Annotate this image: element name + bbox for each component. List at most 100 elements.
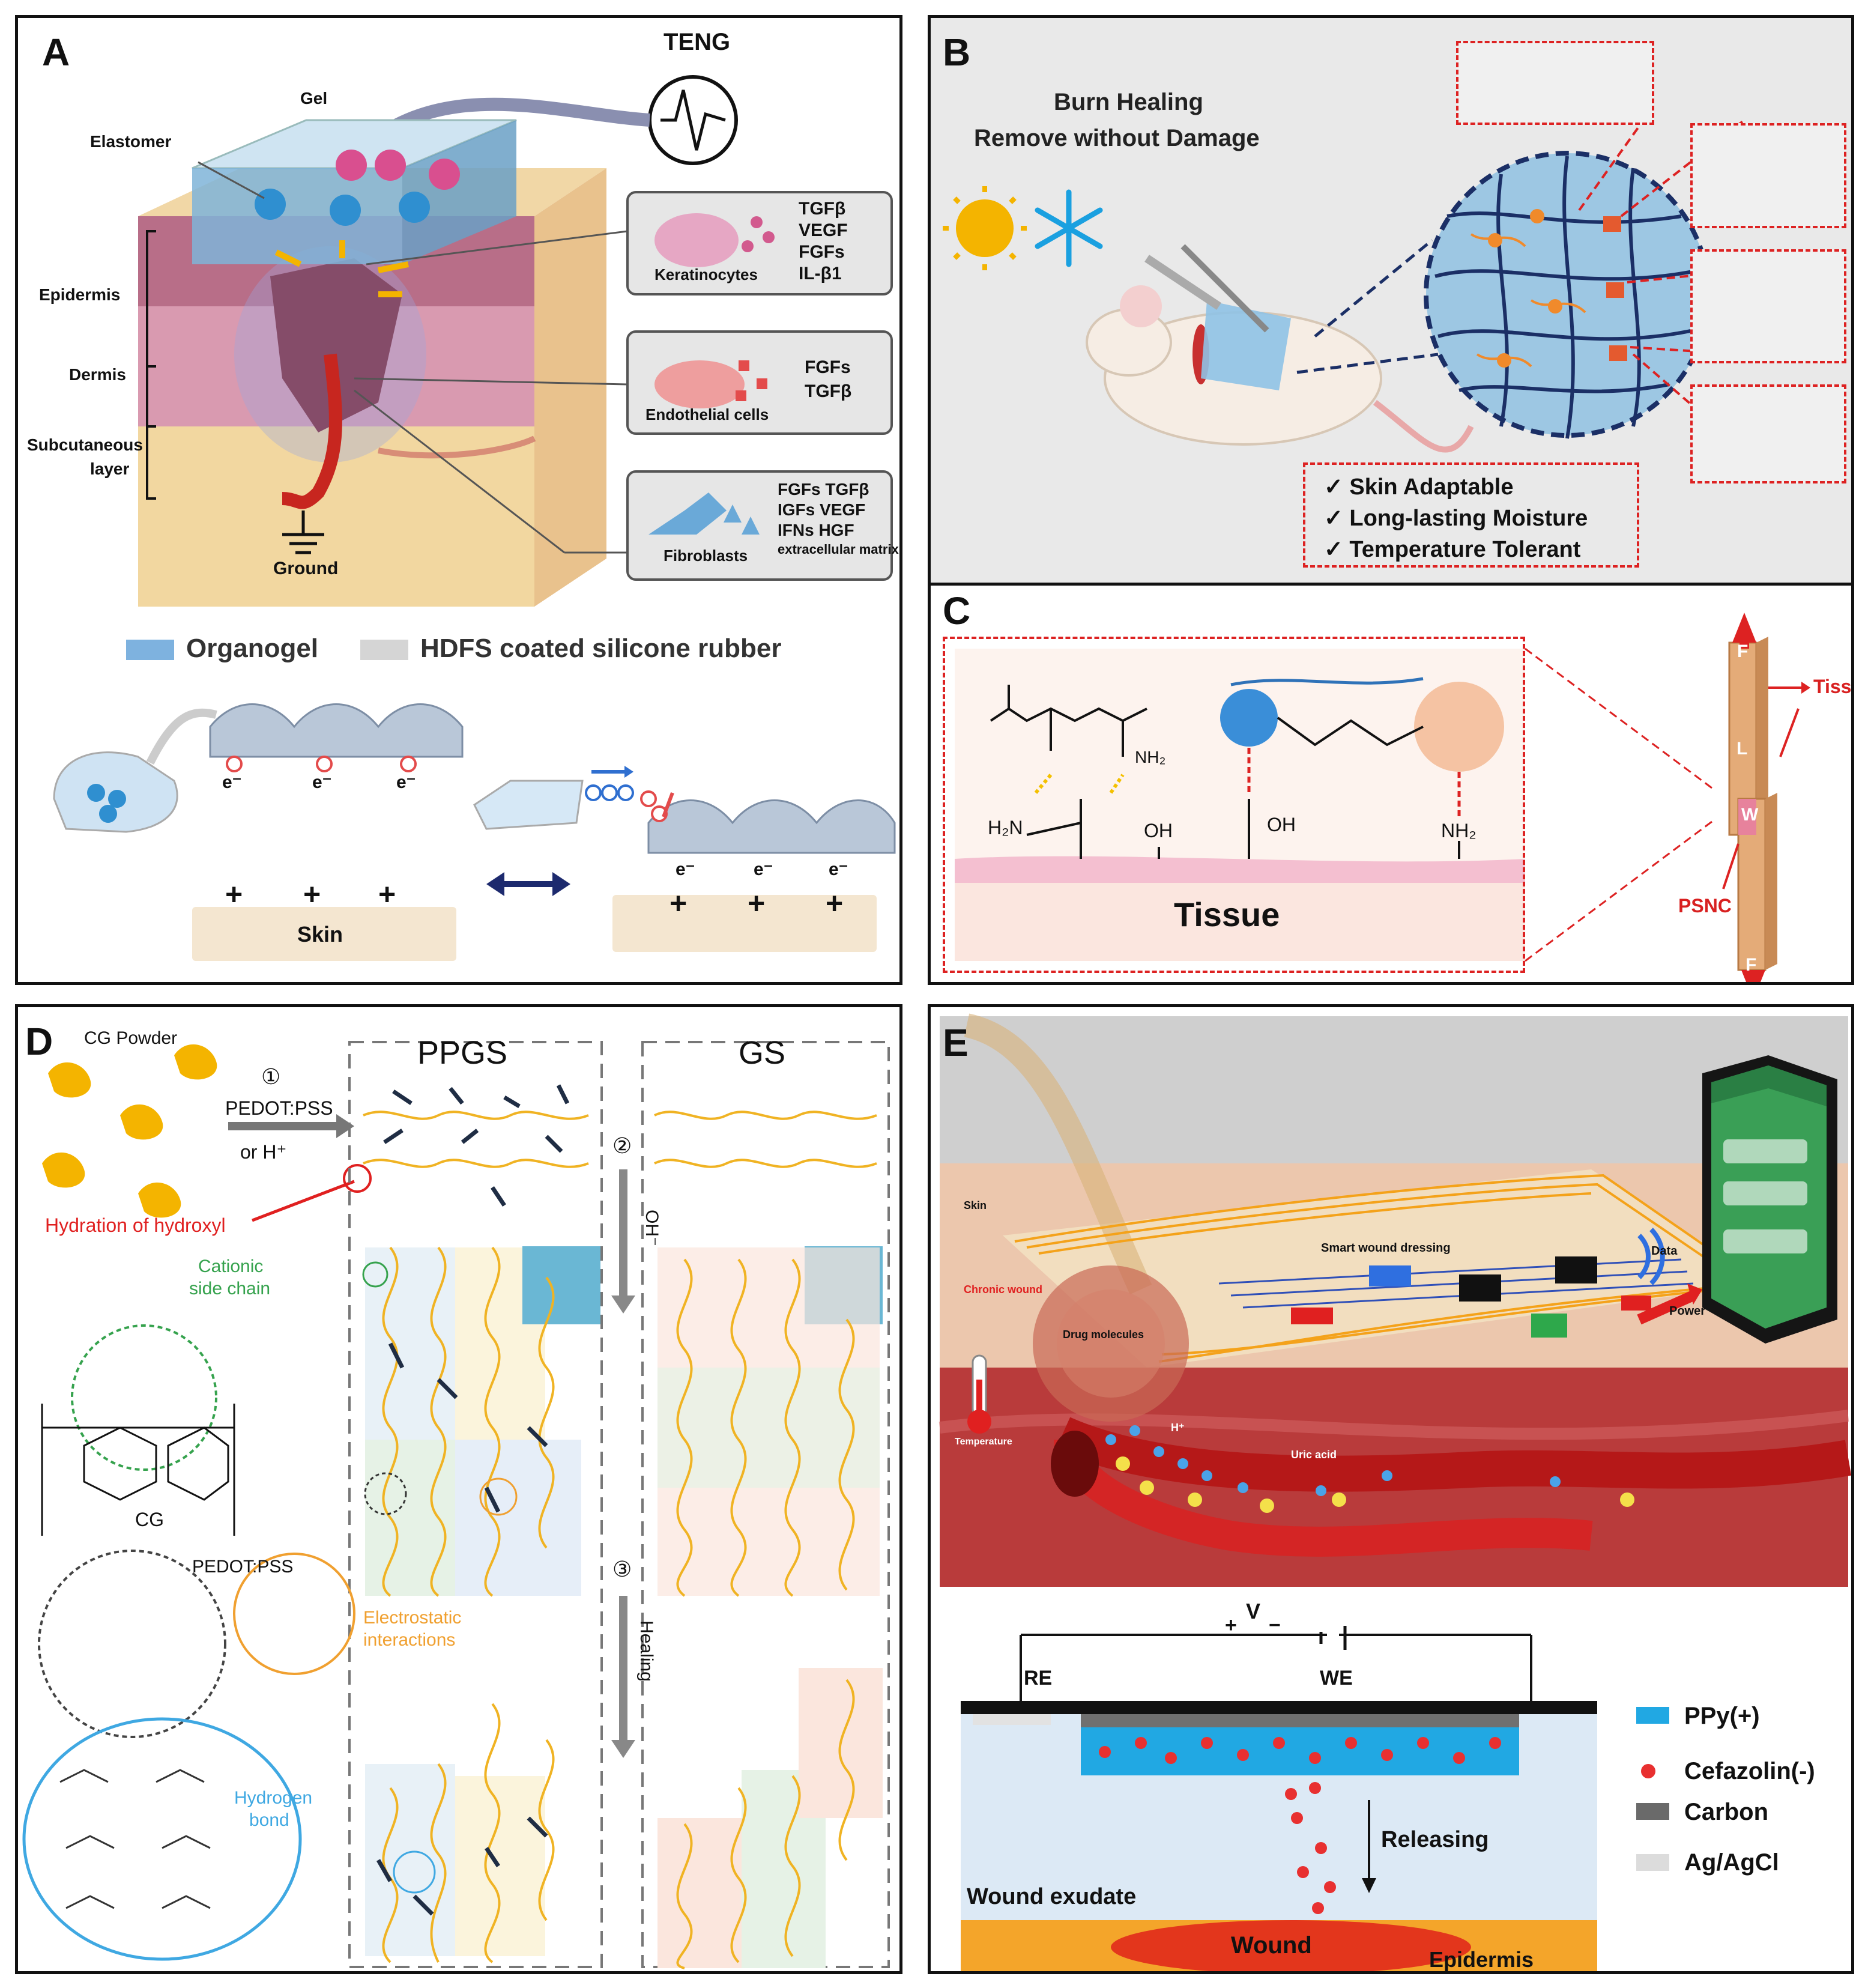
tissue-arrow-label: Tissue bbox=[1813, 676, 1852, 697]
legend-organogel: Organogel bbox=[186, 634, 319, 663]
endothelial-label: Endothelial cells bbox=[645, 405, 769, 423]
factor: FGFs TGFβ bbox=[778, 480, 869, 499]
factor: TGFβ bbox=[805, 381, 852, 401]
electron-label: e⁻ bbox=[222, 772, 242, 792]
keratinocytes-factors: TGFβ VEGF FGFs IL-β1 bbox=[799, 198, 848, 285]
panel-bc: B Burn Healing Remove without Damage ✓ S… bbox=[928, 15, 1854, 985]
smart-dressing-label: Smart wound dressing bbox=[1321, 1241, 1451, 1255]
plus-sign: + bbox=[670, 886, 688, 920]
panel-bc-illustration bbox=[931, 18, 1851, 982]
we-label: WE bbox=[1320, 1667, 1353, 1689]
factor: TGFβ bbox=[799, 199, 846, 219]
keratinocytes-label: Keratinocytes bbox=[654, 265, 758, 283]
panel-a-letter: A bbox=[42, 31, 70, 74]
legend-cefazolin: Cefazolin(-) bbox=[1684, 1758, 1815, 1784]
panel-d-letter: D bbox=[25, 1020, 53, 1063]
gel-label: Gel bbox=[300, 89, 328, 108]
panel-e: E Skin Smart wound dressing Data Power C… bbox=[928, 1004, 1854, 1974]
factor: extracellular matrix bbox=[778, 542, 899, 557]
subcutaneous-label: Subcutaneous bbox=[27, 435, 143, 454]
hydration-label: Hydration of hydroxyl bbox=[45, 1214, 226, 1236]
h-plus-label: H⁺ bbox=[1171, 1422, 1185, 1434]
wound-label: Wound bbox=[1231, 1932, 1312, 1959]
factor: VEGF bbox=[799, 220, 848, 240]
releasing-label: Releasing bbox=[1381, 1827, 1489, 1852]
electrostatic-label-1: Electrostatic bbox=[363, 1608, 462, 1628]
chem-h2n: H₂N bbox=[988, 817, 1023, 838]
step-2: ② bbox=[612, 1133, 632, 1158]
plus-sign: + bbox=[378, 877, 396, 911]
tissue-label: Tissue bbox=[1174, 896, 1280, 933]
chem-box-2 bbox=[1690, 249, 1846, 363]
panel-b-title-1: Burn Healing bbox=[1054, 89, 1203, 115]
force-bottom-label: F bbox=[1746, 955, 1757, 975]
legend-hdfs: HDFS coated silicone rubber bbox=[420, 634, 782, 663]
step-1: ① bbox=[261, 1064, 281, 1089]
or-h-reagent: or H⁺ bbox=[240, 1141, 287, 1163]
force-top-label: F bbox=[1737, 641, 1749, 661]
legend-carbon: Carbon bbox=[1684, 1799, 1768, 1825]
chem-cooh: OH bbox=[1267, 814, 1296, 835]
epidermis-label: Epidermis bbox=[1429, 1947, 1534, 1972]
panel-e-letter: E bbox=[943, 1021, 969, 1064]
panel-c-letter: C bbox=[943, 589, 971, 632]
panel-b-title-2: Remove without Damage bbox=[974, 125, 1260, 151]
plus-sign: + bbox=[826, 886, 844, 920]
chronic-wound-label: Chronic wound bbox=[964, 1283, 1042, 1296]
fibroblasts-factors: FGFs TGFβ IGFs VEGF IFNs HGF extracellul… bbox=[778, 479, 899, 559]
plus-sign: + bbox=[303, 877, 321, 911]
skin-label: Skin bbox=[297, 922, 343, 947]
cationic-label-2: side chain bbox=[189, 1279, 271, 1299]
voltage-plus: + bbox=[1225, 1614, 1237, 1637]
chem-oh: OH bbox=[1144, 820, 1173, 841]
uric-acid-label: Uric acid bbox=[1291, 1449, 1337, 1461]
factor: IGFs VEGF bbox=[778, 500, 866, 519]
wound-exudate-label: Wound exudate bbox=[967, 1884, 1137, 1909]
hydrogen-label-1: Hydrogen bbox=[234, 1788, 313, 1808]
cg-label: CG bbox=[135, 1509, 164, 1530]
electron-label: e⁻ bbox=[396, 772, 416, 792]
plus-sign: + bbox=[225, 877, 243, 911]
healing-label: Healing bbox=[636, 1620, 656, 1682]
epidermis-label: Epidermis bbox=[39, 285, 121, 304]
property-item: ✓ Temperature Tolerant bbox=[1324, 537, 1581, 562]
factor: FGFs bbox=[805, 357, 851, 377]
legend-agagcl: Ag/AgCl bbox=[1684, 1849, 1779, 1876]
properties-list: ✓ Skin Adaptable ✓ Long-lasting Moisture… bbox=[1324, 471, 1588, 565]
property-item: ✓ Long-lasting Moisture bbox=[1324, 506, 1588, 531]
length-label: L bbox=[1737, 739, 1748, 759]
voltage-label: V bbox=[1246, 1599, 1261, 1623]
oh-reagent: OH⁻ bbox=[641, 1210, 662, 1246]
dermis-label: Dermis bbox=[69, 365, 126, 384]
ppgs-title: PPGS bbox=[417, 1035, 508, 1071]
pedot-reagent: PEDOT:PSS bbox=[225, 1097, 333, 1119]
gs-title: GS bbox=[739, 1035, 786, 1071]
panel-a-illustration bbox=[53, 75, 896, 961]
electron-label: e⁻ bbox=[312, 772, 332, 792]
factor: IL-β1 bbox=[799, 264, 842, 283]
fibroblasts-label: Fibroblasts bbox=[663, 547, 748, 565]
panel-e-illustration bbox=[939, 1013, 1851, 1971]
chem-box-1 bbox=[1690, 123, 1846, 228]
electron-label: e⁻ bbox=[754, 859, 773, 879]
re-label: RE bbox=[1024, 1667, 1053, 1689]
panel-b-letter: B bbox=[943, 31, 971, 74]
drug-molecules-label: Drug molecules bbox=[1063, 1329, 1144, 1341]
temperature-label: Temperature bbox=[955, 1437, 1012, 1447]
chem-box-top bbox=[1456, 41, 1654, 125]
chem-nh2: NH₂ bbox=[1441, 820, 1477, 841]
voltage-minus: − bbox=[1269, 1614, 1281, 1637]
chem-box-3 bbox=[1690, 384, 1846, 483]
elastomer-label: Elastomer bbox=[90, 132, 172, 151]
cg-powder-label: CG Powder bbox=[84, 1028, 178, 1048]
data-label: Data bbox=[1651, 1244, 1678, 1258]
panel-c-detail-box bbox=[943, 637, 1525, 973]
factor: IFNs HGF bbox=[778, 521, 854, 539]
panel-a: A TENG Gel Elastomer Epidermis Dermis Su… bbox=[15, 15, 902, 985]
psnc-label: PSNC bbox=[1678, 895, 1732, 917]
panel-d: D CG Powder ① PEDOT:PSS or H⁺ Hydration … bbox=[15, 1004, 902, 1974]
electrostatic-label-2: interactions bbox=[363, 1630, 456, 1650]
panel-d-illustration bbox=[22, 1041, 890, 1969]
width-label: W bbox=[1741, 805, 1759, 825]
chem-nh2-top: NH₂ bbox=[1135, 748, 1166, 766]
